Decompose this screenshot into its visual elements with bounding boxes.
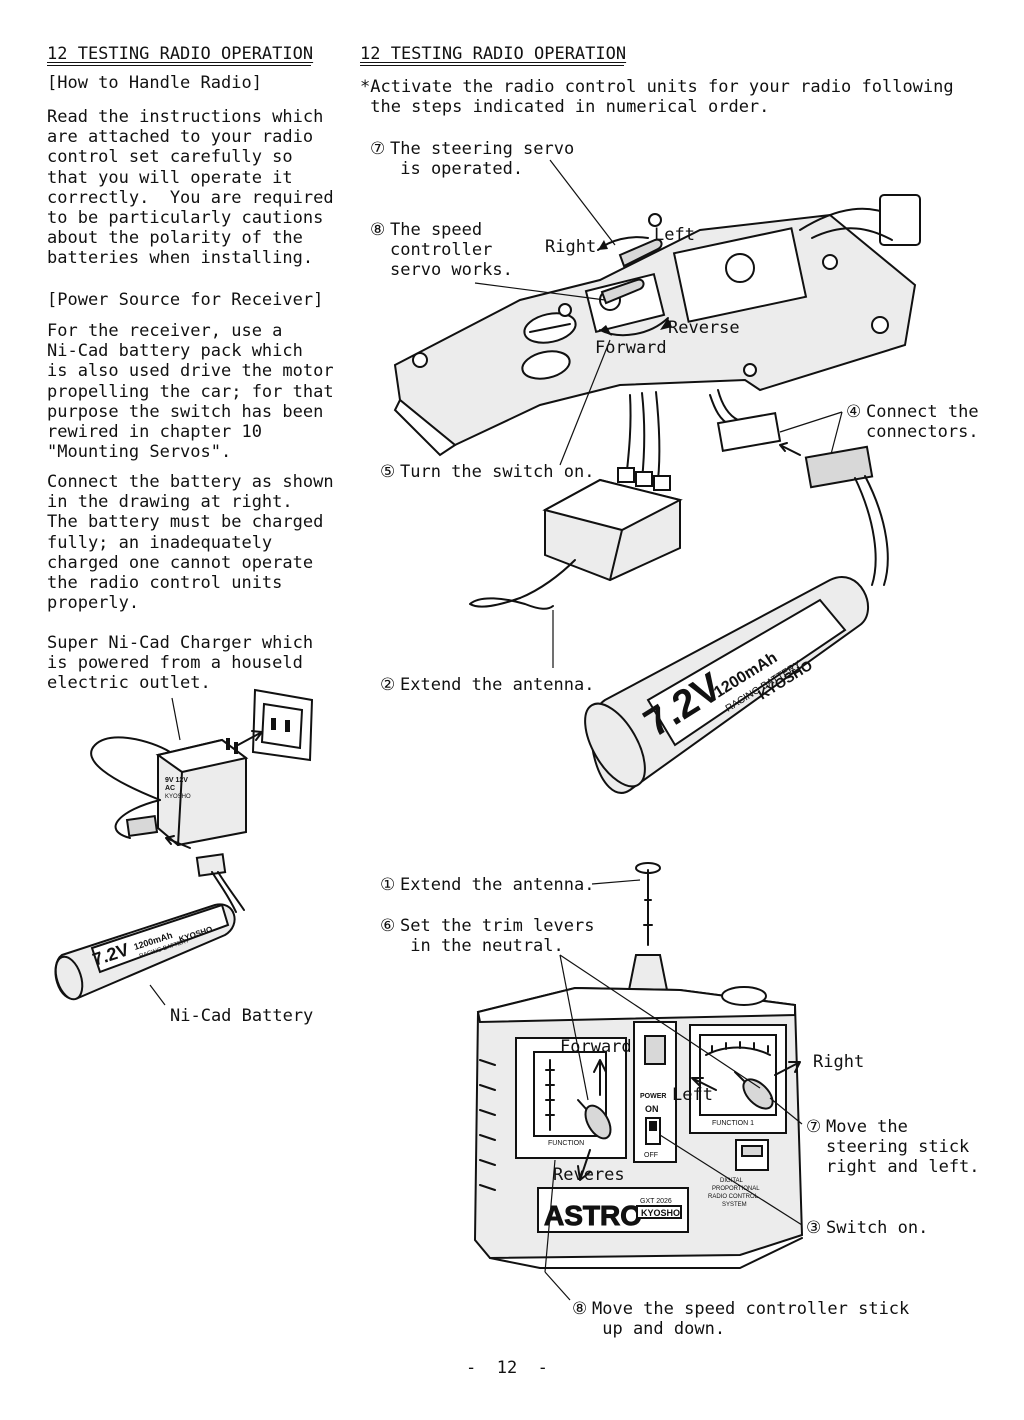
chassis-label-left: Left [654,225,695,245]
intro-text: *Activate the radio control units for yo… [360,77,954,118]
charger-cable [90,736,171,801]
para-receiver-power: For the receiver, use a Ni-Cad battery p… [47,321,334,463]
speed-controller-stick[interactable] [580,1101,615,1142]
power-indicator [644,1035,666,1065]
svg-text:GXT 2026: GXT 2026 [640,1198,672,1205]
receiver-box [542,467,683,582]
chassis-label-right: Right [545,237,596,257]
svg-text:RADIO CONTROL: RADIO CONTROL [708,1194,759,1200]
battery-pack-right: 7.2V 1200mAh RACING BATTERY KYOSHO [584,576,870,794]
svg-text:AC: AC [165,785,175,792]
tx-label-left: Left [672,1085,713,1105]
switch-box [879,194,921,246]
chassis-label-reverse: Reverse [668,318,740,338]
ni-cad-battery-left: 7.2V 1200mAh RACING BATTERY KYOSHO [54,903,236,1001]
tx-label-forward: Forward [560,1037,632,1057]
svg-text:OFF: OFF [644,1152,658,1159]
left-heading: 12 TESTING RADIO OPERATION [47,44,314,64]
how-to-handle-subheading: [How to Handle Radio] [47,73,262,93]
svg-text:PROPORTIONAL: PROPORTIONAL [712,1186,760,1192]
chassis-label-forward: Forward [595,338,667,358]
para-instructions: Read the instructions which are attached… [47,107,334,269]
svg-text:SYSTEM: SYSTEM [722,1202,747,1208]
steering-servo-horn [618,238,663,268]
left-heading-rule [47,65,311,66]
page-number: - 12 - [466,1358,548,1378]
right-heading-rule [360,65,624,66]
tx-label-reverse: Reveres [553,1165,625,1185]
svg-text:FUNCTION: FUNCTION [548,1140,584,1147]
steering-stick[interactable] [738,1074,778,1114]
svg-text:9V 12V: 9V 12V [165,777,188,784]
right-heading: 12 TESTING RADIO OPERATION [360,44,627,64]
tx-label-right: Right [813,1052,864,1072]
speed-servo [584,272,666,334]
charger-connector [125,814,159,838]
svg-text:POWER: POWER [640,1093,666,1100]
svg-text:ON: ON [645,1104,659,1114]
svg-text:ASTRO: ASTRO [544,1200,642,1231]
chassis-hole-2 [521,350,571,380]
speed-servo-horn [600,278,645,305]
receiver-antenna-wire [519,559,576,599]
power-source-subheading: [Power Source for Receiver] [47,290,324,310]
battery-connector [804,445,874,489]
ni-cad-battery-label: Ni-Cad Battery [170,1006,314,1026]
para-connect-battery: Connect the battery as shown in the draw… [47,472,334,614]
svg-text:KYOSHO: KYOSHO [641,1208,680,1218]
svg-text:FUNCTION 1: FUNCTION 1 [712,1120,754,1127]
receiver-connector [716,412,782,452]
para-charger: Super Ni-Cad Charger which is powered fr… [47,633,314,694]
svg-text:KYOSHO: KYOSHO [165,794,191,800]
